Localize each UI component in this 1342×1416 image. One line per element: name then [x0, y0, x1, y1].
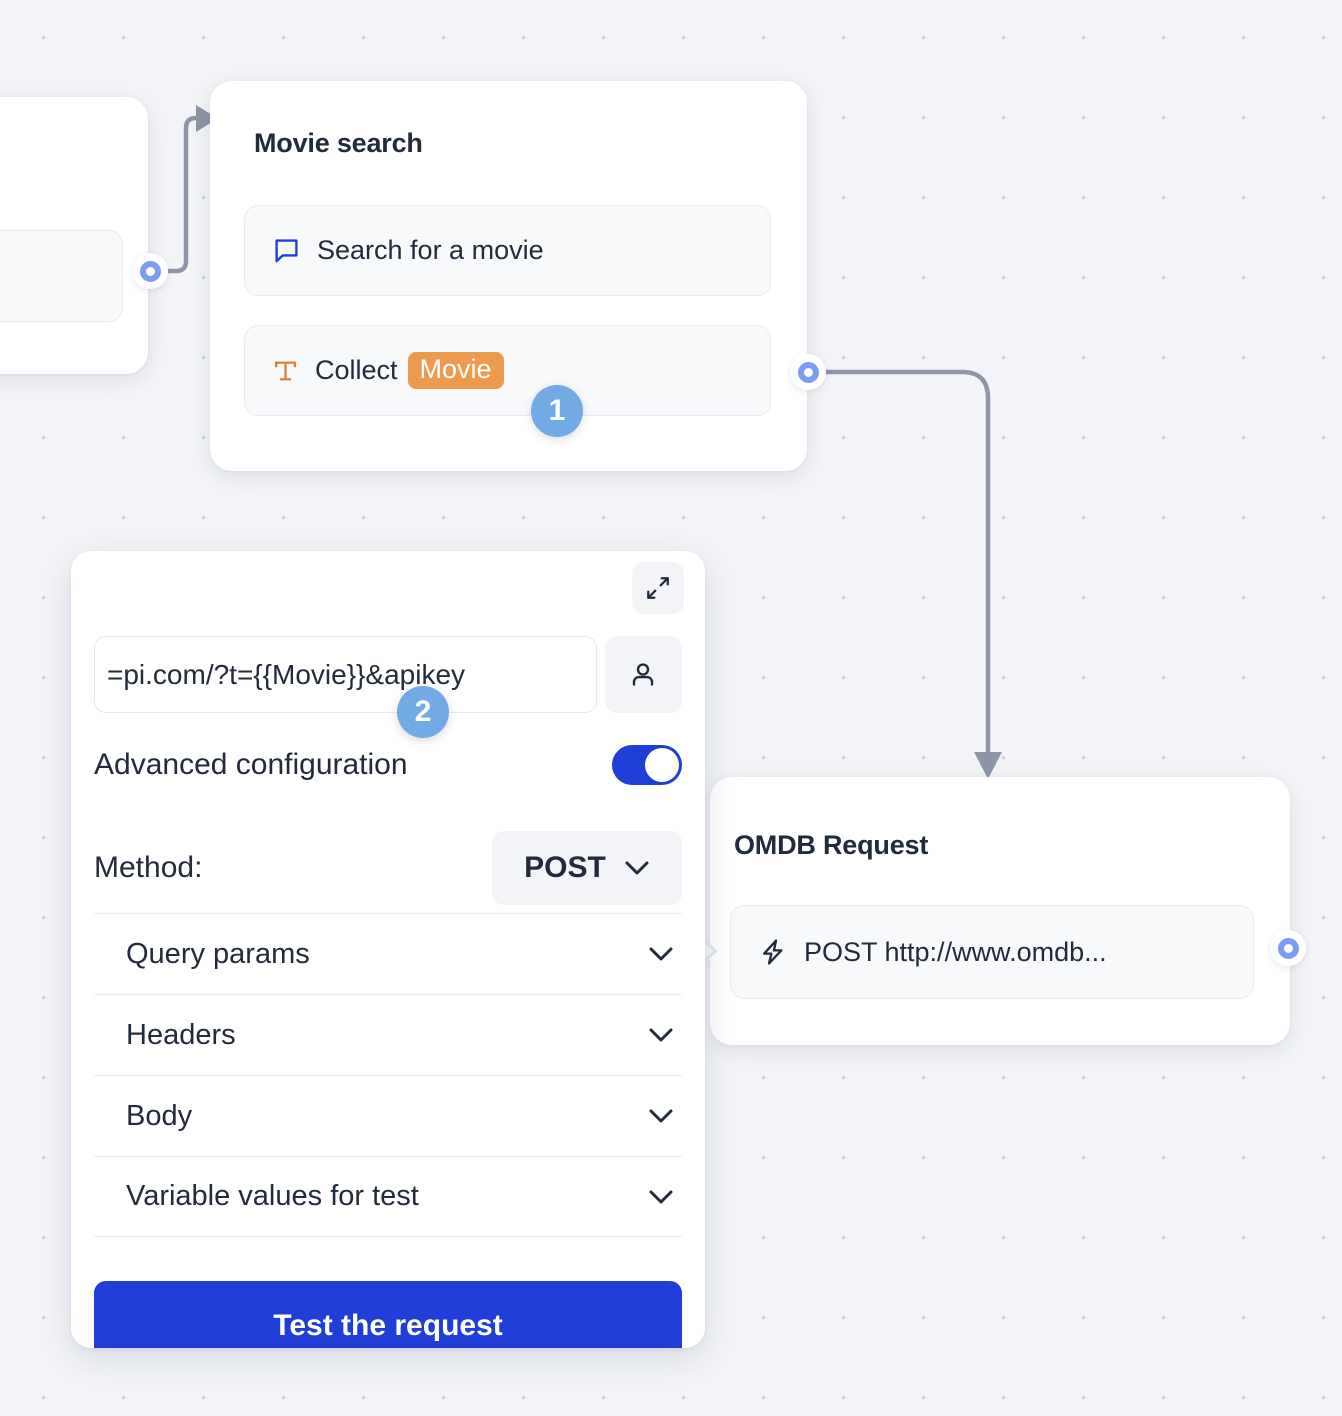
accordion-row-body[interactable]: Body — [94, 1075, 682, 1156]
chevron-down-icon — [648, 1108, 674, 1124]
node-card-partial[interactable] — [0, 97, 148, 374]
url-user-auth-button[interactable] — [605, 636, 682, 713]
accordion-row-query-params[interactable]: Query params — [94, 913, 682, 994]
person-icon — [628, 660, 658, 690]
accordion-row-variable-values-for-test[interactable]: Variable values for test — [94, 1156, 682, 1237]
node-title-movie-search: Movie search — [254, 128, 423, 159]
accordion-list: Query params Headers Body Variable value… — [94, 913, 682, 1237]
chevron-down-icon — [624, 860, 650, 876]
step-row-search-for-a-movie[interactable]: Search for a movie — [244, 205, 771, 296]
node-title-omdb-request: OMDB Request — [734, 830, 928, 861]
connector-port-omdb-request-out[interactable] — [1270, 930, 1306, 966]
accordion-label-body: Body — [126, 1100, 192, 1133]
method-row: Method: POST — [94, 831, 682, 905]
request-config-panel[interactable]: Advanced configuration Method: POST Quer… — [71, 551, 705, 1348]
chevron-down-icon — [648, 1189, 674, 1205]
method-selected-value: POST — [524, 851, 606, 885]
step-label-search-for-a-movie: Search for a movie — [317, 235, 544, 266]
advanced-configuration-toggle[interactable] — [612, 745, 682, 785]
connector-port-movie-search-out[interactable] — [790, 354, 826, 390]
lightning-bolt-icon — [759, 937, 787, 967]
test-the-request-button[interactable]: Test the request — [94, 1281, 682, 1348]
chat-bubble-icon — [273, 237, 300, 264]
request-url-input[interactable] — [94, 636, 597, 713]
advanced-configuration-row: Advanced configuration — [94, 745, 682, 785]
accordion-label-headers: Headers — [126, 1019, 236, 1052]
step-label-collect-text: Collect — [315, 355, 398, 386]
method-dropdown[interactable]: POST — [492, 831, 682, 905]
variable-chip-movie[interactable]: Movie — [408, 352, 504, 389]
step-row-omdb-post-request[interactable]: POST http://www.omdb... — [730, 905, 1254, 999]
expand-panel-button[interactable] — [632, 562, 684, 614]
chevron-down-icon — [648, 1027, 674, 1043]
step-row-collect[interactable]: Collect Movie — [244, 325, 771, 416]
chevron-down-icon — [648, 946, 674, 962]
connector-port-partial-out[interactable] — [132, 253, 168, 289]
step-row-partial[interactable] — [0, 230, 123, 322]
url-row — [94, 636, 682, 713]
accordion-row-headers[interactable]: Headers — [94, 994, 682, 1075]
toggle-knob — [645, 748, 679, 782]
advanced-configuration-label: Advanced configuration — [94, 748, 408, 782]
step-number-badge-1: 1 — [531, 385, 583, 437]
accordion-label-variable-values-for-test: Variable values for test — [126, 1180, 419, 1213]
step-label-omdb-post-request: POST http://www.omdb... — [804, 937, 1107, 968]
expand-diagonal-icon — [645, 575, 671, 601]
text-t-icon — [273, 358, 298, 384]
step-number-badge-2: 2 — [397, 686, 449, 738]
method-label: Method: — [94, 851, 202, 885]
accordion-label-query-params: Query params — [126, 938, 310, 971]
node-card-omdb-request[interactable]: OMDB Request POST http://www.omdb... — [710, 777, 1290, 1045]
step-label-collect: Collect Movie — [315, 352, 504, 389]
node-card-movie-search[interactable]: Movie search Search for a movie Collect … — [210, 81, 807, 471]
